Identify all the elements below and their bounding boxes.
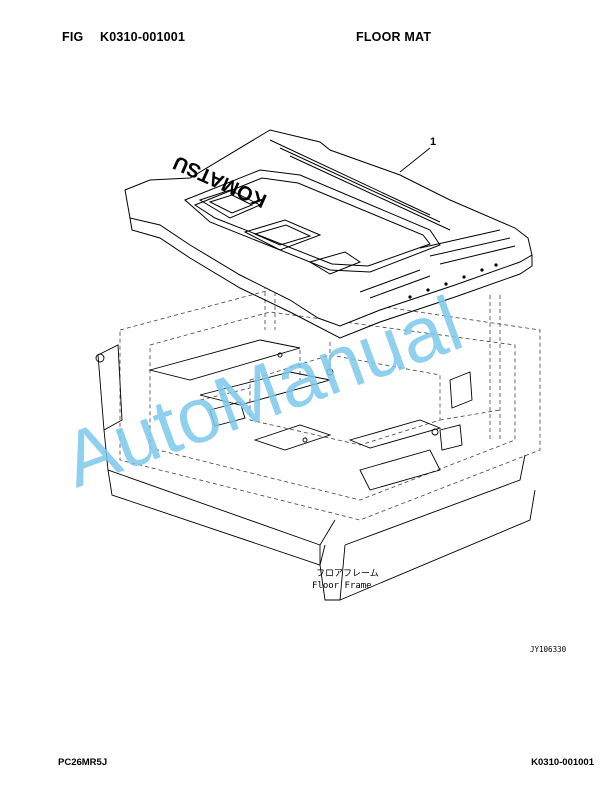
footer-model: PC26MR5J [58, 757, 108, 768]
frame-label-jp: フロアフレーム [316, 568, 379, 579]
drawing-id: JY106330 [530, 645, 567, 654]
frame-label-en: Floor Frame [312, 581, 372, 591]
footer-code: K0310-001001 [531, 757, 594, 768]
page-title: FLOOR MAT [356, 30, 432, 44]
watermark: AutoManual [52, 279, 473, 504]
callout-leader [399, 147, 431, 173]
floor-mat: KOMATSU [124, 129, 533, 339]
fig-code: K0310-001001 [100, 30, 186, 44]
fig-label: FIG [62, 30, 84, 44]
floor-frame-solid [95, 339, 536, 601]
callout-1: 1 [430, 136, 436, 148]
